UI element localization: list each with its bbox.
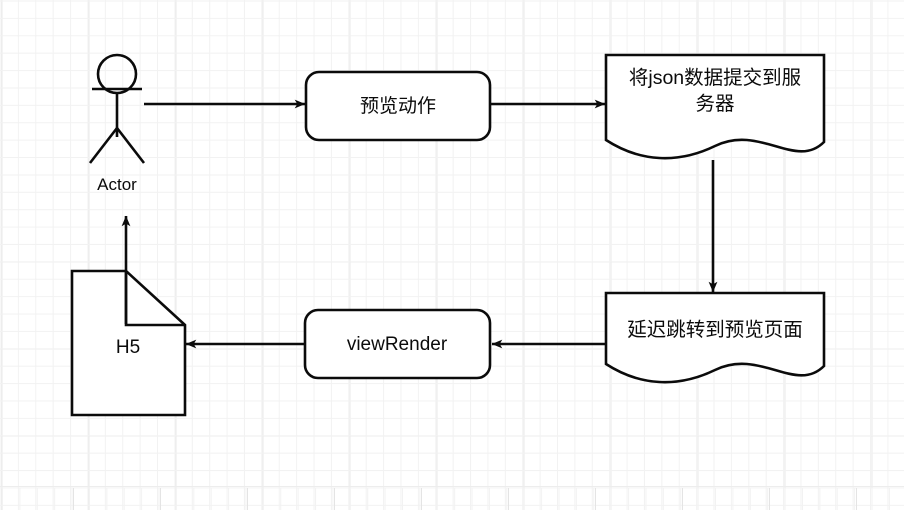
submit-json-label-line1: 将json数据提交到服	[629, 67, 801, 89]
h5-page-fill	[72, 271, 185, 415]
node-view-render[interactable]: viewRender	[303, 308, 492, 380]
submit-json-label-line2: 务器	[695, 93, 734, 115]
preview-action-box[interactable]	[304, 70, 492, 142]
preview-action-label: 预览动作	[360, 95, 436, 117]
submit-json-doc[interactable]	[604, 53, 826, 160]
actor-label: Actor	[97, 175, 137, 194]
view-render-box[interactable]	[303, 308, 492, 380]
node-actor[interactable]: Actor	[88, 53, 146, 194]
delay-redirect-doc-fill	[606, 293, 824, 383]
node-submit-json[interactable]: 将json数据提交到服 务器	[604, 53, 826, 160]
grid-divider-line	[0, 486, 904, 487]
h5-page-outline[interactable]	[70, 269, 187, 417]
view-render-label: viewRender	[347, 334, 448, 355]
preview-action-box-fill	[306, 72, 490, 140]
delay-redirect-label: 延迟跳转到预览页面	[627, 319, 803, 341]
node-delay-redirect[interactable]: 延迟跳转到预览页面	[604, 291, 826, 384]
node-h5-page[interactable]: H5	[70, 269, 187, 417]
h5-page-label: H5	[116, 337, 140, 358]
actor-left-leg-line	[88, 127, 119, 164]
actor-right-leg-line	[115, 127, 146, 164]
grid-bottom-ruler	[0, 488, 904, 510]
node-preview-action[interactable]: 预览动作	[304, 70, 492, 142]
view-render-box-fill	[305, 310, 490, 378]
submit-json-doc-fill	[606, 55, 824, 159]
delay-redirect-doc[interactable]	[604, 291, 826, 384]
actor-head-icon	[96, 53, 138, 95]
